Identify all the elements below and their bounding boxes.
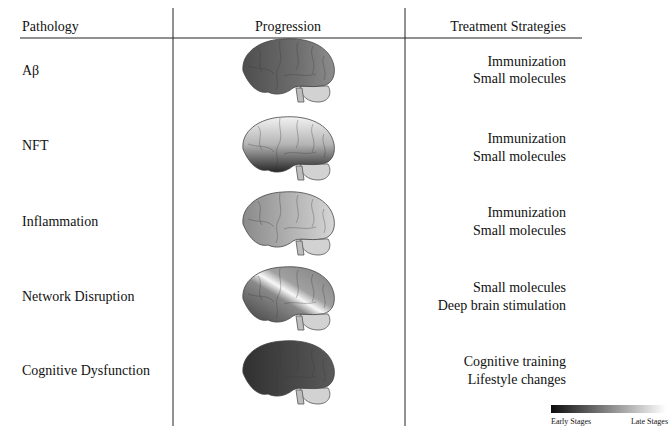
brain-illustration [243, 39, 335, 102]
scale-label: Early Stages [551, 418, 591, 426]
pathology-label: Aβ [22, 64, 39, 78]
treatment-label: Immunization [487, 55, 566, 69]
stage-colorbar [551, 405, 666, 413]
treatment-label: Small molecules [473, 224, 566, 238]
pathology-label: Cognitive Dysfunction [22, 364, 150, 378]
treatment-label: Deep brain stimulation [438, 299, 566, 313]
column-rule [405, 8, 406, 426]
header-cell: Treatment Strategies [450, 20, 566, 34]
treatment-label: Small molecules [473, 281, 566, 295]
brain-illustration [243, 267, 335, 330]
header-rule [20, 38, 582, 39]
header-cell: Pathology [22, 20, 79, 34]
treatment-label: Small molecules [473, 72, 566, 86]
pathology-label: NFT [22, 139, 48, 153]
column-rule [173, 8, 174, 426]
pathology-label: Network Disruption [22, 290, 134, 304]
header-cell: Progression [255, 20, 321, 34]
treatment-label: Small molecules [473, 150, 566, 164]
treatment-label: Immunization [487, 206, 566, 220]
treatment-label: Immunization [487, 132, 566, 146]
brain-illustration [243, 117, 335, 180]
treatment-label: Cognitive training [464, 355, 566, 369]
treatment-label: Lifestyle changes [468, 373, 566, 387]
brain-illustration [243, 341, 335, 404]
pathology-label: Inflammation [22, 215, 98, 229]
brain-illustration [243, 192, 335, 255]
scale-label: Late Stages [631, 418, 668, 426]
